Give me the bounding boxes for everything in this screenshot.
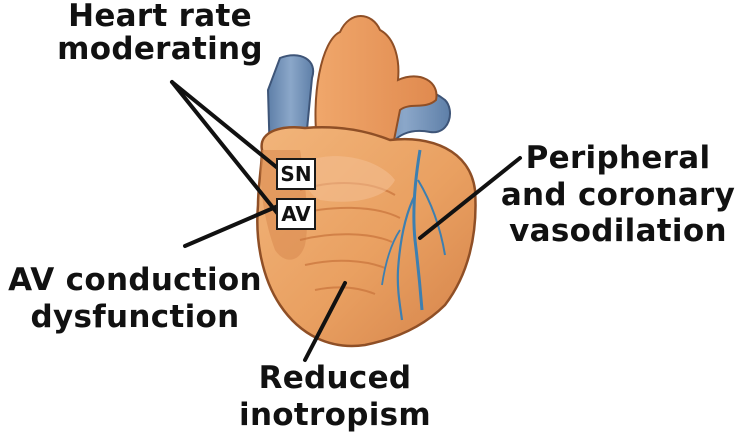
label-inotropism-line-2: inotropism	[230, 397, 440, 434]
label-heart-rate-moderating: Heart rate moderating	[40, 0, 280, 65]
label-peripheral-line-3: vasodilation	[500, 213, 736, 250]
sn-node-box: SN	[276, 158, 316, 190]
label-peripheral-line-2: and coronary	[500, 177, 736, 214]
label-av-conduction-dysfunction: AV conduction dysfunction	[0, 262, 270, 336]
label-reduced-inotropism: Reduced inotropism	[230, 360, 440, 434]
label-heart-rate-line-2: moderating	[40, 33, 280, 66]
label-heart-rate-line-1: Heart rate	[40, 0, 280, 33]
label-inotropism-line-1: Reduced	[230, 360, 440, 397]
label-av-conduction-line-1: AV conduction	[0, 262, 270, 299]
av-node-box: AV	[276, 198, 316, 230]
label-peripheral-coronary-vasodilation: Peripheral and coronary vasodilation	[500, 140, 736, 250]
label-peripheral-line-1: Peripheral	[500, 140, 736, 177]
label-av-conduction-line-2: dysfunction	[0, 299, 270, 336]
